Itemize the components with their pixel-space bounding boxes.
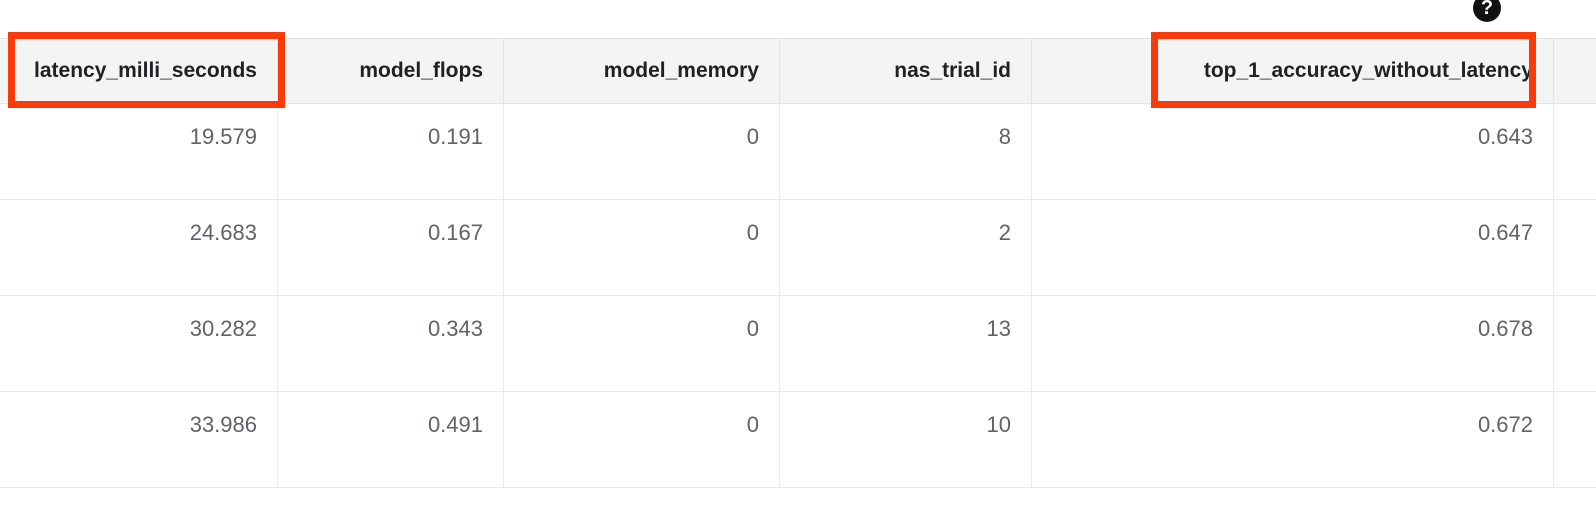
cell-nas_trial_id: 13 <box>780 296 1032 391</box>
column-header-model_memory[interactable]: model_memory <box>504 39 780 103</box>
column-header-latency_milli_seconds[interactable]: latency_milli_seconds <box>0 39 278 103</box>
cell-model_flops: 0.343 <box>278 296 504 391</box>
cell-next_column_partial <box>1554 200 1596 295</box>
cell-model_memory: 0 <box>504 392 780 487</box>
cell-nas_trial_id: 10 <box>780 392 1032 487</box>
cell-latency_milli_seconds: 24.683 <box>0 200 278 295</box>
cell-latency_milli_seconds: 19.579 <box>0 104 278 199</box>
cell-top_1_accuracy_without_latency: 0.678 <box>1032 296 1554 391</box>
cell-next_column_partial <box>1554 104 1596 199</box>
cell-top_1_accuracy_without_latency: 0.647 <box>1032 200 1554 295</box>
cell-model_memory: 0 <box>504 200 780 295</box>
cell-next_column_partial <box>1554 392 1596 487</box>
cell-top_1_accuracy_without_latency: 0.643 <box>1032 104 1554 199</box>
cell-nas_trial_id: 8 <box>780 104 1032 199</box>
cell-model_flops: 0.191 <box>278 104 504 199</box>
cell-next_column_partial <box>1554 296 1596 391</box>
cell-model_memory: 0 <box>504 104 780 199</box>
cell-model_flops: 0.167 <box>278 200 504 295</box>
cell-latency_milli_seconds: 33.986 <box>0 392 278 487</box>
cell-nas_trial_id: 2 <box>780 200 1032 295</box>
help-icon[interactable]: ? <box>1473 0 1501 22</box>
cell-latency_milli_seconds: 30.282 <box>0 296 278 391</box>
cell-top_1_accuracy_without_latency: 0.672 <box>1032 392 1554 487</box>
column-header-top_1_accuracy_without_latency[interactable]: top_1_accuracy_without_latency <box>1032 39 1554 103</box>
column-header-model_flops[interactable]: model_flops <box>278 39 504 103</box>
cell-model_flops: 0.491 <box>278 392 504 487</box>
column-header-nas_trial_id[interactable]: nas_trial_id <box>780 39 1032 103</box>
column-header-next_column_partial[interactable] <box>1554 39 1596 103</box>
cell-model_memory: 0 <box>504 296 780 391</box>
